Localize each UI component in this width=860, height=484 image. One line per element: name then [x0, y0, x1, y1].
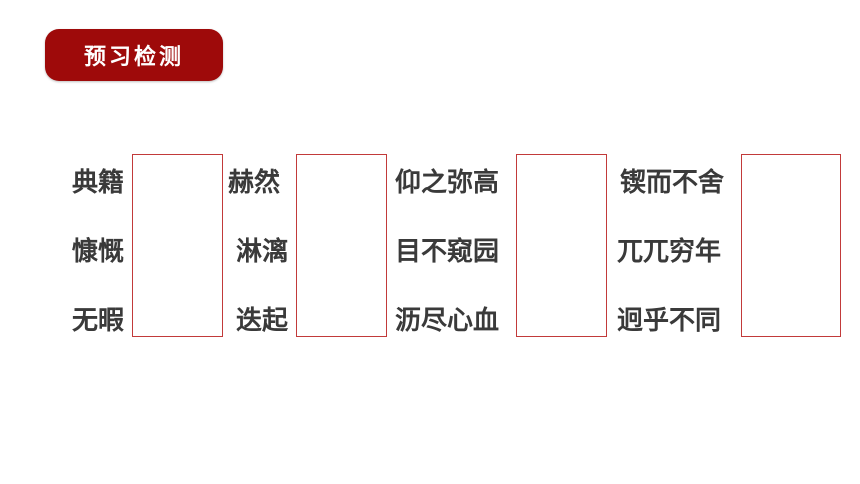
word-col2-3: 迭起	[236, 306, 289, 336]
word-col2-1: 赫然	[228, 168, 281, 198]
word-col3-3: 沥尽心血	[395, 306, 500, 336]
word-col1-1: 典籍	[72, 168, 125, 198]
answer-box-col2[interactable]	[296, 154, 387, 337]
word-col3-2: 目不窥园	[395, 237, 500, 267]
answer-box-col4[interactable]	[741, 154, 841, 337]
answer-box-col1[interactable]	[132, 154, 223, 337]
word-col3-1: 仰之弥高	[395, 168, 500, 198]
word-col4-1: 锲而不舍	[620, 168, 725, 198]
word-col4-2: 兀兀穷年	[617, 237, 722, 267]
word-col2-2: 淋漓	[236, 237, 289, 267]
word-col1-3: 无暇	[72, 306, 125, 336]
answer-box-col3[interactable]	[516, 154, 607, 337]
word-col4-3: 迥乎不同	[617, 306, 722, 336]
section-title: 预习检测	[83, 45, 184, 70]
word-col1-2: 慷慨	[72, 237, 125, 267]
section-title-badge: 预习检测	[45, 29, 223, 81]
